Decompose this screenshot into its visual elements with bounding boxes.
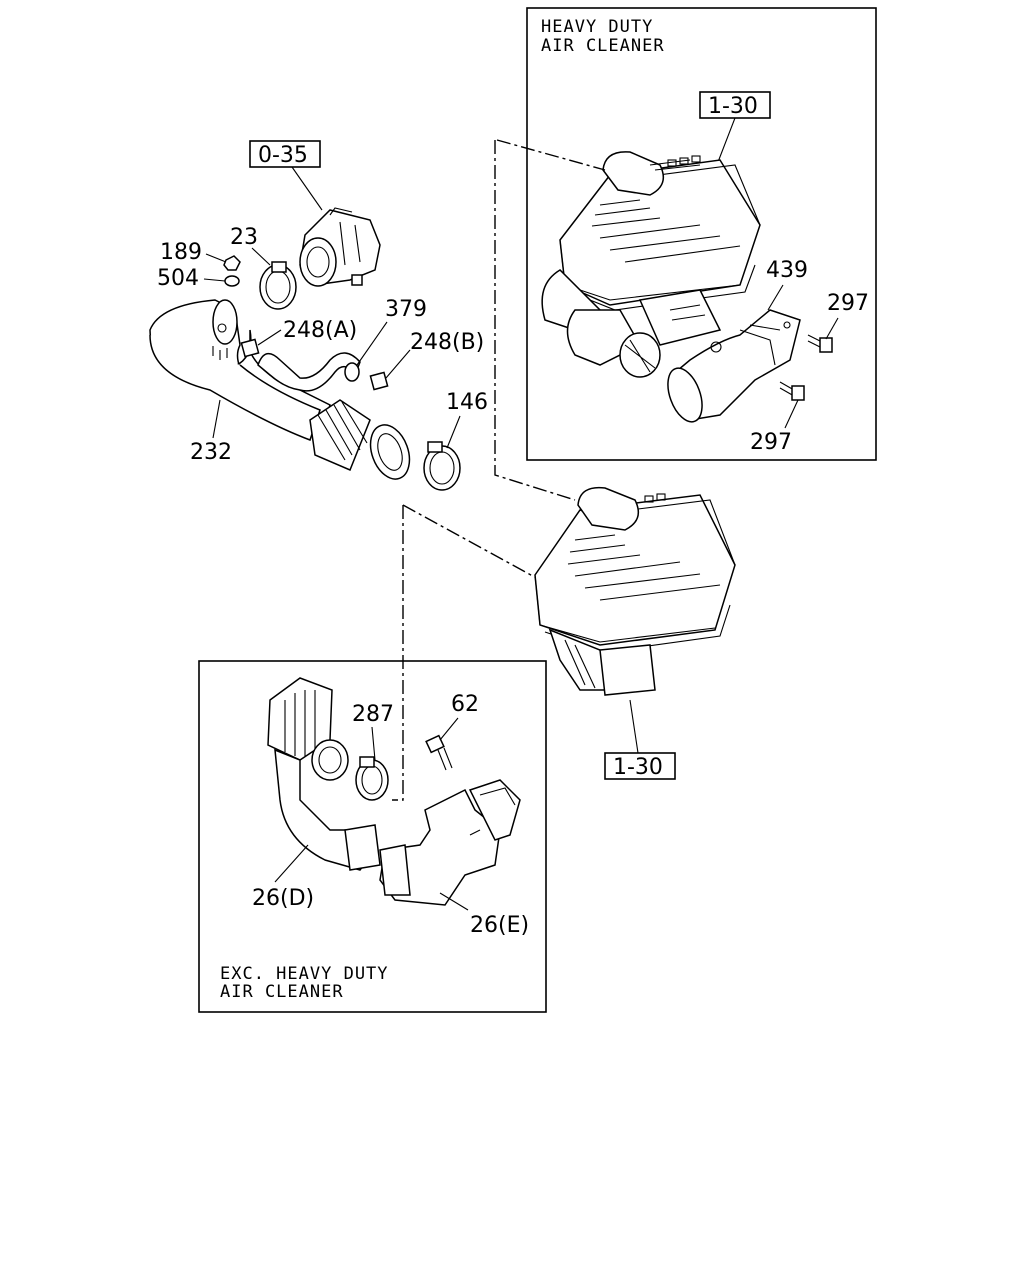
part-297-bolt-top (807, 317, 839, 353)
part-248a-clip (240, 338, 260, 358)
leader-504 (203, 278, 226, 282)
part-297-bolt-bottom (779, 381, 805, 429)
ref-throttle-body-text: 0-35 (258, 143, 308, 168)
label-26e: 26(E) (470, 913, 529, 938)
leader-26e (439, 892, 469, 911)
link-line-std (392, 505, 404, 801)
label-248b: 248(B) (410, 330, 484, 355)
label-297-bottom: 297 (750, 430, 792, 455)
heavy-duty-title-line2: AIR CLEANER (541, 36, 665, 56)
heavy-duty-inset: HEAVY DUTY AIR CLEANER 1-30 (526, 7, 877, 461)
label-23: 23 (230, 225, 258, 250)
part-189-nut (223, 255, 241, 271)
label-297-top: 297 (827, 291, 869, 316)
leader-air-cleaner-std (629, 699, 639, 754)
leader-379 (356, 321, 388, 366)
ref-air-cleaner-std-text: 1-30 (613, 755, 663, 780)
leader-232 (212, 399, 221, 439)
label-439: 439 (766, 258, 808, 283)
label-287: 287 (352, 702, 394, 727)
leader-189 (205, 253, 227, 263)
part-146-hose-clamp (423, 441, 461, 491)
exc-heavy-duty-title-line2: AIR CLEANER (220, 982, 344, 1002)
heavy-duty-inset-frame (526, 7, 877, 461)
leader-439 (767, 284, 784, 311)
leader-air-cleaner-hd (717, 117, 736, 163)
leader-62 (439, 717, 459, 741)
part-439-outlet-duct (667, 309, 801, 423)
part-23-hose-clamp (259, 261, 297, 310)
standard-air-cleaner (534, 486, 736, 696)
leader-146 (446, 415, 461, 449)
part-232-intake-hose (149, 299, 331, 441)
part-26d-inlet-duct (267, 677, 381, 871)
link-line-hd-top (496, 139, 606, 171)
label-232: 232 (190, 440, 232, 465)
leader-26d (274, 844, 309, 883)
leader-287 (371, 726, 376, 761)
label-504: 504 (157, 266, 199, 291)
heavy-duty-title-line1: HEAVY DUTY (541, 17, 653, 37)
throttle-body (299, 207, 381, 287)
part-26e-outlet-duct (379, 779, 521, 906)
part-232-bellows (309, 399, 411, 480)
leader-248a (257, 329, 282, 346)
ref-box-throttle-body (249, 140, 321, 168)
exc-heavy-duty-inset-frame (198, 660, 547, 1013)
ref-air-cleaner-hd-text: 1-30 (708, 94, 758, 119)
link-line-hd (494, 140, 576, 501)
label-248a: 248(A) (283, 318, 357, 343)
link-line-std-top (402, 504, 541, 581)
part-379-breather-hose (257, 352, 361, 392)
part-287-hose-clamp (355, 756, 389, 801)
label-62: 62 (451, 692, 479, 717)
label-189: 189 (160, 240, 202, 265)
label-146: 146 (446, 390, 488, 415)
part-62-bolt (425, 734, 453, 771)
part-248b-clip (369, 371, 389, 391)
exc-heavy-duty-title-line1: EXC. HEAVY DUTY (220, 964, 389, 984)
label-379: 379 (385, 297, 427, 322)
ref-box-air-cleaner-std (604, 752, 676, 780)
leader-23 (251, 247, 271, 266)
part-504-washer (224, 275, 240, 287)
label-26d: 26(D) (252, 886, 314, 911)
leader-throttle-body (291, 166, 323, 211)
exc-heavy-duty-inset: EXC. HEAVY DUTY AIR CLEANER 26(D) 287 62 (198, 660, 547, 1013)
heavy-duty-air-cleaner (541, 151, 761, 378)
leader-248b (385, 349, 411, 379)
